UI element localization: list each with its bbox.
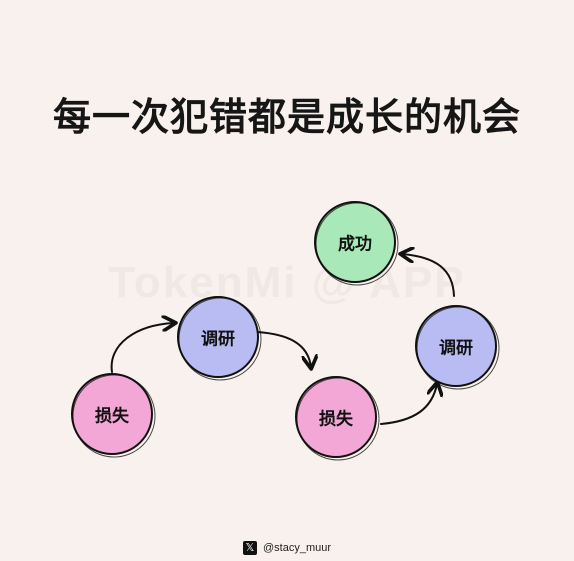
node-loss-2-label: 损失 [319,409,353,430]
node-loss-1-label: 损失 [95,406,129,427]
watermark: TokenMi @ APP [108,258,466,307]
author-handle: @stacy_muur [262,542,332,554]
arrow-research2-to-success [402,254,455,297]
x-icon: 𝕏 [242,541,257,555]
node-success [314,201,399,286]
arrow-research1-to-loss2 [256,331,311,367]
arrow-loss1-to-research1 [110,323,174,373]
node-loss-2 [295,376,380,461]
arrow-loss2-to-research2 [380,384,437,425]
node-loss-1 [71,373,156,458]
node-research-1 [177,296,262,381]
node-research-1-label: 调研 [201,329,235,350]
page-title: 每一次犯错都是成长的机会 [52,95,521,139]
node-research-2 [415,305,500,390]
node-success-label: 成功 [338,234,372,255]
footer: 𝕏 @stacy_muur [0,541,574,555]
node-research-2-label: 调研 [439,338,473,359]
